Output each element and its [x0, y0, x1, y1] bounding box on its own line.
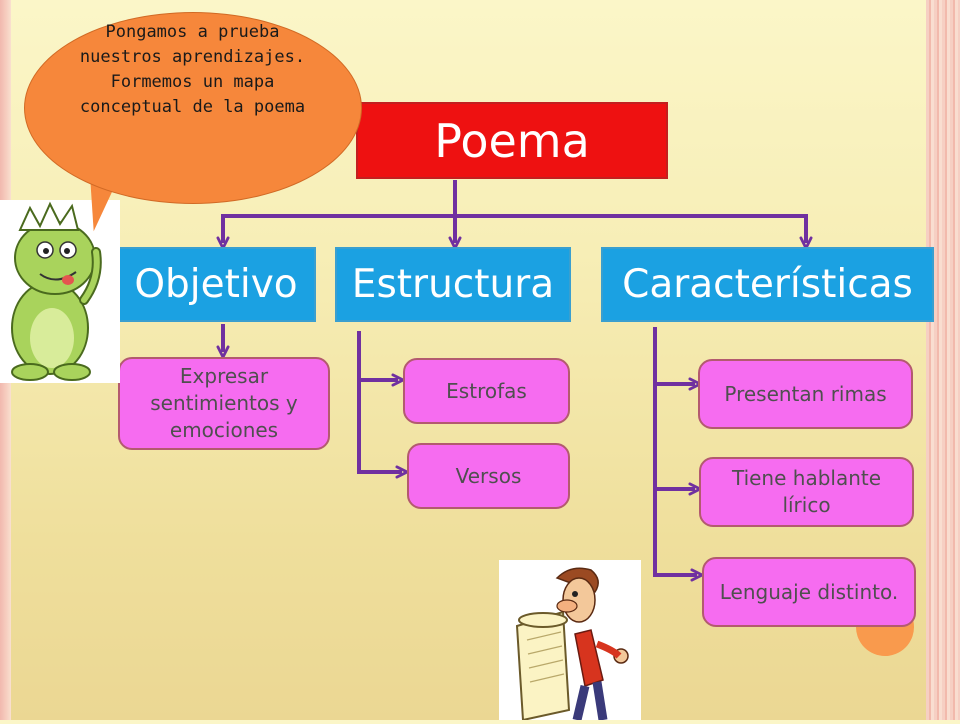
dinosaur-icon	[11, 201, 102, 381]
leaf-node-lenguaje-distinto: Lenguaje distinto.	[702, 557, 916, 627]
leaf-node-hablante-lirico: Tiene hablante lírico	[699, 457, 914, 527]
speech-bubble-text: Pongamos a prueba nuestros aprendizajes.…	[79, 22, 306, 117]
root-node-poema: Poema	[356, 102, 668, 179]
branch-node-caracteristicas: Características	[601, 247, 934, 322]
speech-bubble	[24, 12, 362, 204]
leaf-node-versos: Versos	[407, 443, 570, 509]
man-with-scroll-illustration	[499, 560, 641, 722]
leaf-node-expresar: Expresar sentimientos y emociones	[118, 357, 330, 450]
leaf-node-presentan-rimas: Presentan rimas	[698, 359, 913, 429]
man-with-scroll-icon	[515, 567, 629, 722]
leaf-node-estrofas: Estrofas	[403, 358, 570, 424]
right-border-stripes	[926, 0, 960, 720]
dinosaur-illustration	[0, 200, 120, 383]
branch-node-estructura: Estructura	[335, 247, 571, 322]
branch-node-objetivo: Objetivo	[116, 247, 316, 322]
